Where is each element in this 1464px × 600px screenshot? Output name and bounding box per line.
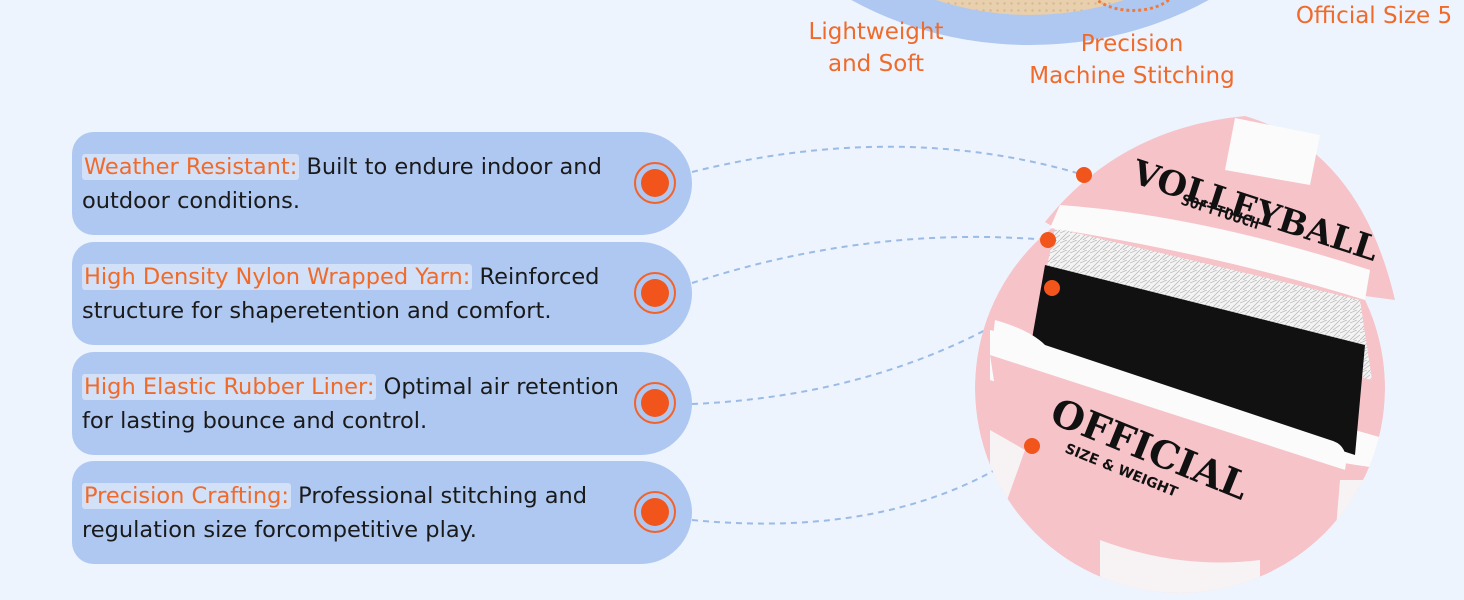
marker-yarn: [1040, 232, 1056, 248]
feature-card-crafting: Precision Crafting: Professional stitchi…: [72, 461, 692, 564]
layer-markers: [1024, 167, 1092, 454]
feature-description: Reinforced structure for shaperetention …: [82, 264, 600, 324]
bullet-dot-icon: [634, 491, 676, 533]
feature-title: Weather Resistant:: [82, 154, 300, 180]
feature-card-yarn: High Density Nylon Wrapped Yarn: Reinfor…: [72, 242, 692, 345]
feature-card-rubber: High Elastic Rubber Liner: Optimal air r…: [72, 352, 692, 455]
marker-stitching: [1024, 438, 1040, 454]
feature-description: Professional stitching and regulation si…: [82, 483, 588, 543]
marker-rubber: [1044, 280, 1060, 296]
feature-title: High Density Nylon Wrapped Yarn:: [82, 264, 473, 290]
label-official-size: Official Size 5: [1295, 3, 1453, 29]
label-precision-stitching: Precision Machine Stitching: [1029, 31, 1235, 89]
bullet-dot-icon: [634, 382, 676, 424]
marker-weather: [1076, 167, 1092, 183]
bullet-dot-icon: [634, 272, 676, 314]
feature-title: High Elastic Rubber Liner:: [82, 374, 377, 400]
feature-card-weather: Weather Resistant: Built to endure indoo…: [72, 132, 692, 235]
label-lightweight: Lightweight and Soft: [808, 19, 944, 77]
feature-title: Precision Crafting:: [82, 483, 292, 509]
rubber-liner-layer: [1030, 265, 1365, 455]
feature-description: Built to endure indoor and outdoor condi…: [82, 154, 602, 214]
feature-description: Optimal air retention for lasting bounce…: [82, 374, 619, 434]
feature-list: Weather Resistant: Built to endure indoo…: [72, 132, 692, 571]
bullet-dot-icon: [634, 162, 676, 204]
